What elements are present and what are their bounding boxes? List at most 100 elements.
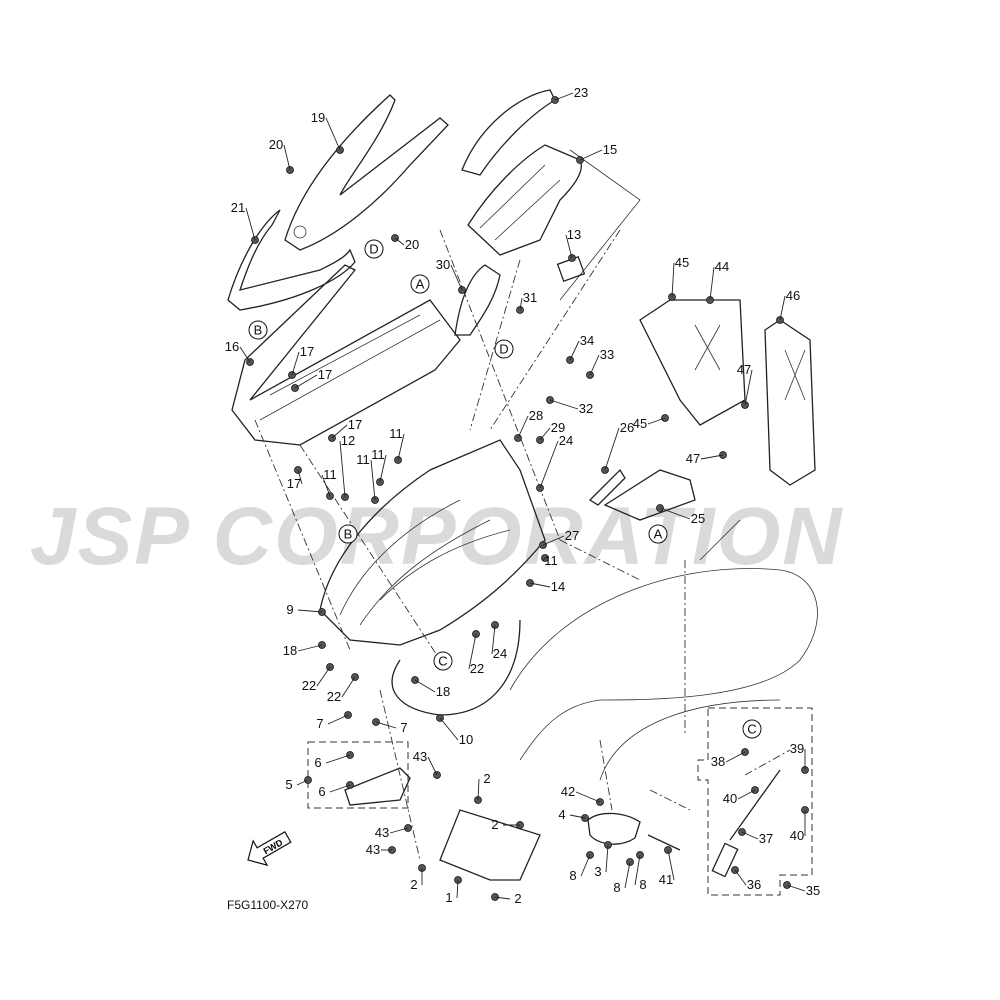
part-label-6: 6 (318, 784, 325, 799)
leader-line (379, 454, 387, 483)
leader-line (427, 756, 438, 776)
part-label-47: 47 (737, 362, 751, 377)
part-label-11: 11 (544, 553, 558, 568)
leader-line (370, 459, 376, 501)
part-label-3: 3 (594, 864, 601, 879)
part-3-shape (587, 812, 641, 845)
part-label-13: 13 (567, 227, 581, 242)
part-1-shape (439, 809, 541, 881)
part-label-24: 24 (559, 433, 573, 448)
part-label-6: 6 (314, 755, 321, 770)
svg-text:B: B (254, 323, 263, 338)
part-label-40: 40 (723, 791, 737, 806)
leader-line (321, 474, 331, 497)
leader-line (786, 884, 806, 892)
leader-line (589, 354, 600, 376)
leader-line (316, 666, 331, 687)
part-label-22: 22 (302, 678, 316, 693)
reference-marker-D: D (364, 239, 384, 259)
part-26-shape (588, 468, 626, 506)
part-label-45: 45 (633, 416, 647, 431)
fwd-badge: FWD (247, 830, 292, 867)
part-outlines (227, 89, 818, 896)
part-label-21: 21 (231, 200, 245, 215)
leader-line (283, 144, 291, 171)
leader-line (659, 507, 691, 520)
reference-marker-A: A (410, 274, 430, 294)
leader-line (569, 340, 580, 361)
part-44-shape (639, 299, 746, 426)
leader-line (477, 778, 480, 801)
part-19-shape (284, 94, 449, 251)
part-30-shape (454, 264, 501, 336)
part-label-45: 45 (675, 255, 689, 270)
part-23-shape (461, 89, 556, 176)
part-label-25: 25 (691, 511, 705, 526)
part-36-shape (711, 842, 739, 878)
leader-line (456, 879, 459, 899)
reference-marker-A: A (648, 524, 668, 544)
part-label-17: 17 (300, 344, 314, 359)
part-label-11: 11 (371, 447, 385, 462)
part-10-shape (391, 619, 521, 716)
part-13-shape (556, 255, 586, 283)
part-label-4: 4 (558, 807, 565, 822)
leader-line (439, 717, 459, 741)
part-label-22: 22 (470, 661, 484, 676)
part-label-39: 39 (790, 741, 804, 756)
leader-line (519, 297, 523, 311)
leader-line (741, 831, 759, 840)
leader-line (539, 427, 551, 441)
part-label-2: 2 (514, 891, 521, 906)
part-label-8: 8 (639, 877, 646, 892)
leader-line (397, 433, 405, 461)
part-15-shape (467, 144, 582, 256)
leader-line (239, 346, 251, 363)
part-label-28: 28 (529, 408, 543, 423)
part-label-15: 15 (603, 142, 617, 157)
part-label-38: 38 (711, 754, 725, 769)
drawing-code: F5G1100-X270 (227, 898, 309, 912)
leader-line (394, 237, 405, 246)
part-label-24: 24 (493, 646, 507, 661)
leader-line (329, 784, 351, 793)
part-label-18: 18 (283, 643, 297, 658)
leader-line (529, 582, 551, 588)
leader-line (605, 844, 609, 873)
reference-marker-C: C (742, 719, 762, 739)
part-label-20: 20 (269, 137, 283, 152)
part-label-5: 5 (285, 777, 292, 792)
leader-line (296, 779, 309, 786)
part-label-1: 1 (445, 890, 452, 905)
part-label-37: 37 (759, 831, 773, 846)
part-label-18: 18 (436, 684, 450, 699)
reference-marker-B: B (248, 320, 268, 340)
reference-marker-C: C (433, 651, 453, 671)
part-label-36: 36 (747, 877, 761, 892)
part-label-23: 23 (574, 85, 588, 100)
part-label-2: 2 (410, 877, 417, 892)
leader-line (294, 374, 318, 389)
part-label-16: 16 (225, 339, 239, 354)
leader-line (375, 721, 397, 729)
svg-text:C: C (747, 722, 756, 737)
leader-line (569, 814, 586, 819)
leader-line (389, 827, 409, 834)
leader-line (414, 679, 436, 693)
leader-line (341, 676, 356, 698)
part-label-30: 30 (436, 257, 450, 272)
part-5-shape (344, 767, 411, 806)
leader-line (734, 869, 747, 886)
leader-line (325, 754, 351, 764)
reference-marker-B: B (338, 524, 358, 544)
leader-line (468, 633, 477, 670)
group-box-35 (697, 707, 813, 896)
part-label-17: 17 (348, 417, 362, 432)
part-label-44: 44 (715, 259, 729, 274)
part-label-29: 29 (551, 420, 565, 435)
leader-line (297, 644, 323, 652)
svg-text:A: A (654, 527, 663, 542)
leader-line (779, 295, 786, 321)
